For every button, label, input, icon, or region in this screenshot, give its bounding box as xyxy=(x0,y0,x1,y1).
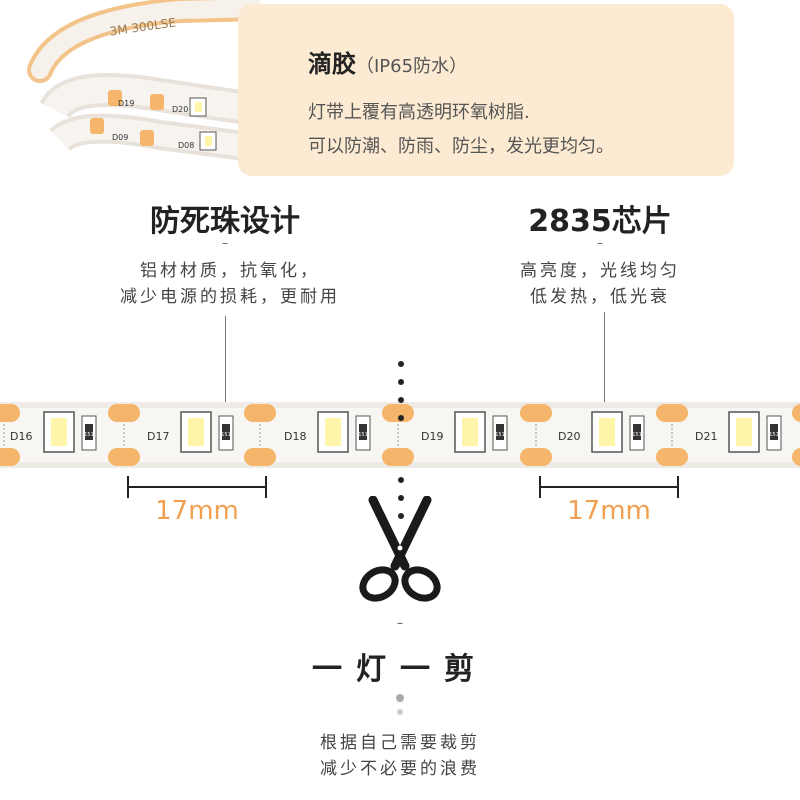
led-label: D20 xyxy=(558,430,580,443)
card-subtitle: （IP65防水） xyxy=(356,56,468,77)
feature-desc-line: 低发热，低光衰 xyxy=(530,287,670,307)
resistor-text: 151 xyxy=(358,432,368,438)
led-label: D21 xyxy=(695,430,717,443)
solder-pad xyxy=(520,448,552,466)
cut-title: 一灯一剪 xyxy=(312,652,488,687)
led-label: D17 xyxy=(147,430,169,443)
measure-label-right: 17mm xyxy=(567,496,651,526)
feature-desc-line: 铝材材质，抗氧化， xyxy=(140,261,320,281)
resistor-text: 151 xyxy=(221,432,231,438)
led-emitter xyxy=(736,418,752,446)
led-strip-image: D16 151 D17 151 D18 151 D19 151 D20 151 D21 151 xyxy=(0,402,800,468)
resistor-text: 151 xyxy=(769,432,779,438)
feature-chip-desc: 高亮度，光线均匀 低发热，低光衰 xyxy=(460,258,740,310)
feature-divider: – xyxy=(222,236,228,250)
solder-pad xyxy=(792,448,800,466)
led-label: D16 xyxy=(10,430,32,443)
resistor-body xyxy=(633,424,641,440)
resistor-text: 151 xyxy=(84,432,94,438)
led-emitter xyxy=(599,418,615,446)
card-title: 滴胶（IP65防水） xyxy=(308,44,467,79)
pointer-line xyxy=(225,316,226,416)
decorative-dot xyxy=(396,694,404,702)
resistor-text: 151 xyxy=(495,432,505,438)
led-emitter xyxy=(51,418,67,446)
scissors-icon xyxy=(359,496,441,602)
solder-pad xyxy=(0,448,20,466)
led-label: D19 xyxy=(421,430,443,443)
feature-anti-dead-led-title: 防死珠设计 xyxy=(150,204,300,239)
coil-label: D08 xyxy=(178,141,194,150)
solder-pad xyxy=(382,404,414,422)
cut-divider: – xyxy=(397,616,403,630)
measure-bracket-right xyxy=(539,476,679,498)
resistor-text: 151 xyxy=(632,432,642,438)
resistor-body xyxy=(359,424,367,440)
coil-label: D20 xyxy=(172,105,188,114)
led-emitter xyxy=(325,418,341,446)
measure-bracket-left xyxy=(127,476,267,498)
led-emitter xyxy=(462,418,478,446)
solder-pad xyxy=(244,448,276,466)
feature-chip-title: 2835芯片 xyxy=(528,204,672,239)
card-title-text: 滴胶 xyxy=(308,50,356,78)
feature-desc-line: 高亮度，光线均匀 xyxy=(520,261,680,281)
coil-label: D19 xyxy=(118,99,134,108)
solder-pad xyxy=(520,404,552,422)
led-emitter xyxy=(188,418,204,446)
coil-label: D09 xyxy=(112,133,128,142)
resistor-body xyxy=(222,424,230,440)
led-label: D18 xyxy=(284,430,306,443)
feature-anti-dead-led-desc: 铝材材质，抗氧化， 减少电源的损耗，更耐用 xyxy=(80,258,380,310)
waterproof-info-card: 滴胶（IP65防水） 灯带上覆有高透明环氧树脂. 可以防潮、防雨、防尘，发光更均… xyxy=(238,4,734,176)
card-desc-line: 灯带上覆有高透明环氧树脂. xyxy=(308,102,530,123)
solder-pad xyxy=(0,404,20,422)
resistor-body xyxy=(85,424,93,440)
cut-desc-line: 根据自己需要裁剪 xyxy=(320,733,480,753)
solder-pad xyxy=(108,448,140,466)
resistor-body xyxy=(496,424,504,440)
coiled-led-strip-image: D19 D20 D08 D09 3M 300LSE xyxy=(27,0,260,160)
solder-pad xyxy=(656,404,688,422)
cut-line-dots xyxy=(398,361,404,519)
measure-label-left: 17mm xyxy=(155,496,239,526)
solder-pad xyxy=(656,448,688,466)
card-desc-line: 可以防潮、防雨、防尘，发光更均匀。 xyxy=(308,136,614,157)
cut-desc: 根据自己需要裁剪 减少不必要的浪费 xyxy=(250,730,550,782)
solder-pad xyxy=(244,404,276,422)
solder-pad xyxy=(382,448,414,466)
resistor-body xyxy=(770,424,778,440)
pointer-line xyxy=(604,312,605,416)
feature-desc-line: 减少电源的损耗，更耐用 xyxy=(120,287,340,307)
solder-pad xyxy=(792,404,800,422)
cut-desc-line: 减少不必要的浪费 xyxy=(320,759,480,779)
decorative-dot xyxy=(397,709,403,715)
solder-pad xyxy=(108,404,140,422)
feature-divider: – xyxy=(597,236,603,250)
